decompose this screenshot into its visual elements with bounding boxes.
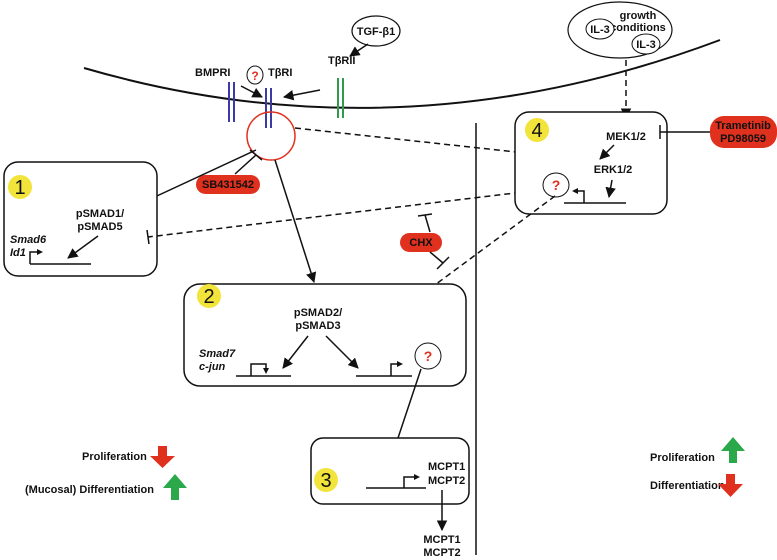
legend-left-differentiation: (Mucosal) Differentiation — [25, 484, 154, 496]
tgfb1-arrow — [349, 43, 369, 57]
chx-inhibition-box4 — [417, 213, 433, 233]
box2-psmad-line1: pSMAD2/ — [294, 307, 342, 319]
pd98059-label: PD98059 — [720, 133, 766, 145]
tgfb1-ligand: TGF-β1 — [351, 15, 401, 47]
box2-number: 2 — [203, 286, 214, 308]
output-mcpt2: MCPT2 — [423, 547, 460, 559]
legend-left-up-arrow-icon — [163, 474, 187, 500]
box2-gene-smad7: Smad7 — [199, 348, 236, 360]
tbrii-label: TβRII — [328, 55, 356, 67]
legend-right-up-arrow-icon — [721, 437, 745, 463]
box1-psmad-line2: pSMAD5 — [77, 221, 122, 233]
legend-right-differentiation: Differentiation — [650, 480, 725, 492]
svg-text:TGF-β1: TGF-β1 — [357, 26, 396, 38]
receptor-complex-circle — [246, 111, 296, 161]
svg-text:growth: growth — [620, 10, 657, 22]
bmpri-label: BMPRI — [195, 67, 230, 79]
svg-text:SB431542: SB431542 — [202, 179, 254, 191]
box4-erk: ERK1/2 — [594, 164, 633, 176]
chx-inhibition-box2 — [429, 251, 450, 270]
legend-right-proliferation: Proliferation — [650, 452, 715, 464]
trametinib-inhibition-line — [659, 125, 710, 139]
legend-left-down-arrow-icon — [150, 446, 175, 468]
tbrii-receptor — [337, 78, 344, 118]
box-3: 3 MCPT1 MCPT2 — [310, 437, 470, 505]
box3-number: 3 — [320, 470, 331, 492]
svg-text:conditions: conditions — [610, 22, 666, 34]
growth-conditions: growth conditions IL-3 IL-3 — [567, 1, 673, 59]
svg-text:?: ? — [251, 69, 258, 83]
sb431542-inhibitor: SB431542 — [196, 175, 260, 194]
box3-gene-mcpt2: MCPT2 — [428, 475, 465, 487]
tbri-receptor — [265, 88, 272, 128]
legend-left-proliferation: Proliferation — [82, 451, 147, 463]
bmpri-receptor — [228, 82, 235, 122]
il3-label-a: IL-3 — [590, 24, 610, 36]
chx-inhibitor: CHX — [400, 233, 442, 252]
bmpri-to-tbri-arrow — [240, 85, 263, 98]
box3-gene-mcpt1: MCPT1 — [428, 461, 465, 473]
cell-membrane — [83, 39, 721, 109]
box1-number: 1 — [14, 177, 25, 199]
box1-psmad-line1: pSMAD1/ — [76, 208, 124, 220]
box-2: 2 pSMAD2/ pSMAD3 Smad7 c-jun ? — [183, 283, 467, 387]
unknown-receptor: ? — [246, 65, 264, 85]
box2-psmad-line2: pSMAD3 — [295, 320, 340, 332]
box4-mek: MEK1/2 — [606, 131, 646, 143]
box4-number: 4 — [531, 120, 542, 142]
trametinib-label: Trametinib — [715, 120, 771, 132]
complex-to-box4-inhibition — [294, 127, 517, 159]
output-mcpt1: MCPT1 — [423, 534, 460, 546]
tbri-label: TβRI — [268, 67, 292, 79]
trametinib-inhibitor: Trametinib PD98059 — [710, 116, 777, 148]
tbrii-to-tbri-arrow — [282, 89, 321, 101]
complex-to-box2-arrow — [274, 159, 317, 284]
box1-gene-smad6: Smad6 — [10, 234, 47, 246]
svg-text:CHX: CHX — [409, 237, 433, 249]
box4-unknown: ? — [552, 177, 561, 193]
box-4: 4 MEK1/2 ERK1/2 ? — [514, 111, 668, 215]
box-1: 1 pSMAD1/ pSMAD5 Smad6 Id1 — [3, 161, 158, 277]
legend-right-down-arrow-icon — [718, 474, 743, 497]
box2-gene-cjun: c-jun — [199, 361, 226, 373]
box2-unknown: ? — [424, 348, 433, 364]
il3-label-b: IL-3 — [636, 39, 656, 51]
box4-to-box1-inhibition — [146, 189, 541, 245]
box1-gene-id1: Id1 — [10, 247, 26, 259]
